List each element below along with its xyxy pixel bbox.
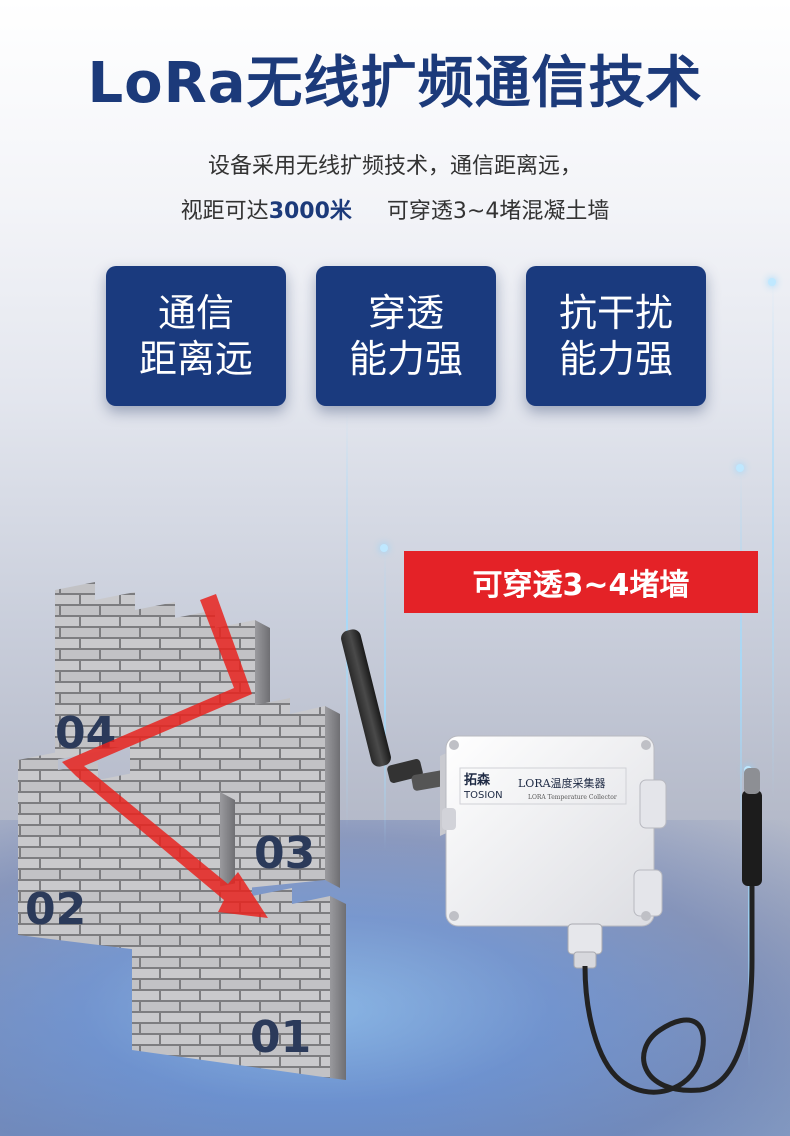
antenna	[341, 629, 453, 791]
feature-card-anti-interference: 抗干扰 能力强	[526, 266, 706, 406]
light-dot	[768, 278, 776, 286]
feature-line-2: 距离远	[138, 337, 253, 381]
wall-label-01: 01	[250, 1012, 311, 1063]
feature-line-2: 能力强	[348, 337, 463, 381]
device-name: LORA温度采集器	[518, 776, 606, 790]
subtitle-prefix: 视距可达	[180, 199, 269, 224]
subtitle-highlight: 3000米	[268, 199, 352, 224]
device-brand-cn: 拓森	[464, 772, 491, 788]
subtitle-line-2: 视距可达3000米 可穿透3~4堵混凝土墙	[0, 193, 790, 225]
page-title: LoRa无线扩频通信技术	[87, 51, 703, 116]
light-dot	[736, 464, 744, 472]
subtitle-suffix: 可穿透3~4堵混凝土墙	[386, 199, 610, 224]
penetration-arrow	[62, 594, 268, 918]
light-beam	[384, 550, 386, 850]
device-brand-en: TOSION	[463, 790, 503, 801]
penetration-badge: 可穿透3~4堵墙	[404, 551, 758, 613]
light-beam	[740, 470, 742, 870]
wall-label-02: 02	[25, 884, 86, 935]
light-beam	[772, 280, 774, 800]
feature-card-penetration: 穿透 能力强	[316, 266, 496, 406]
wall-label-03: 03	[254, 828, 315, 879]
feature-line-1: 通信	[157, 291, 234, 335]
temperature-probe	[582, 768, 762, 1095]
light-beam	[346, 410, 348, 830]
wall-01	[132, 862, 346, 1080]
device-name-en: LORA Temperature Collector	[528, 794, 617, 801]
sensor-device: 拓森 TOSION LORA温度采集器 LORA Temperature Col…	[440, 735, 667, 969]
light-beam	[748, 770, 750, 1070]
feature-line-1: 穿透	[367, 291, 444, 335]
feature-line-1: 抗干扰	[558, 291, 673, 335]
feature-line-2: 能力强	[558, 337, 673, 381]
light-dot	[380, 544, 388, 552]
feature-card-range: 通信 距离远	[106, 266, 286, 406]
subtitle-line-1: 设备采用无线扩频技术，通信距离远，	[207, 154, 582, 179]
